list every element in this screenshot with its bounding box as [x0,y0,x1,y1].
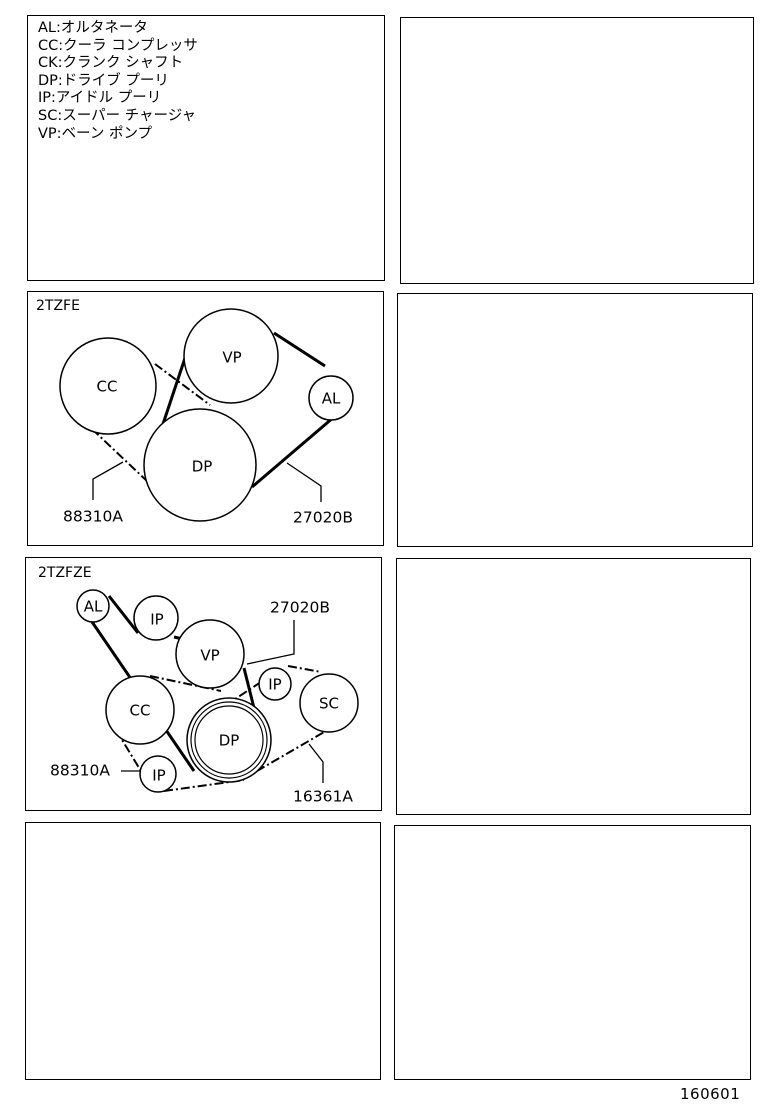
pulley-label-cc: CC [97,378,118,396]
part-number-88310a: 88310A [50,762,110,780]
legend-name: ベーン ポンプ [61,125,153,142]
pulley-al [308,375,354,421]
legend-code: SC: [38,107,63,124]
legend-name: クーラ コンプレッサ [63,37,198,54]
pulley-label-cc: CC [130,702,151,720]
legend-name: ドライブ プーリ [62,72,169,89]
legend-item-sc: SC:スーパー チャージャ [38,108,198,126]
diagram-panel-2tzfe: 2TZFE CC VP AL DP 88310A 27020B [27,291,384,546]
belt-diagram-2tzfze: AL IP VP IP SC CC DP IP 27020B 88310A 16… [50,589,359,806]
leader-27020b [246,620,295,665]
legend-code: AL: [38,20,61,36]
part-number-27020b: 27020B [293,509,353,527]
pulley-label-ip-low: IP [152,767,165,785]
diagram-panel-2tzfze: 2TZFZE AL IP VP IP SC CC DP IP [25,557,382,811]
pulley-label-ip-top: IP [150,611,163,629]
belt-cc-dp-bottom [91,428,149,483]
leader-88310a [92,461,124,500]
leader-27020b [286,462,322,502]
pulley-label-dp: DP [219,732,240,750]
belt-diagram-2tzfe: CC VP AL DP 88310A 27020B [59,308,354,527]
pulley-cc [59,337,157,435]
part-number-88310a: 88310A [63,508,123,526]
legend-item-ck: CK:クランク シャフト [38,55,198,73]
legend-item-cc: CC:クーラ コンプレッサ [38,38,198,56]
legend-name: アイドル プーリ [55,90,162,107]
belt-vp-dp [159,354,188,431]
pulley-ip-mid [258,667,292,701]
legend-code: VP: [38,125,62,142]
pulley-ip-low [139,755,177,793]
pulley-dp-groove-1 [190,701,268,779]
legend-item-ip: IP:アイドル プーリ [38,90,198,108]
belt-sc-dp [256,723,339,772]
pulley-label-vp: VP [222,349,241,367]
pulley-label-vp: VP [200,647,219,665]
legend-code: IP: [38,90,56,107]
pulley-cc [105,675,175,745]
belt-cc-vp [149,675,222,692]
belt-vp-al-top [273,331,326,368]
belt-al-dp [251,415,335,489]
legend-name: スーパー チャージャ [62,107,197,124]
empty-panel-3 [396,558,751,815]
legend-name: クランク シャフト [62,55,184,72]
legend-code: CC: [38,37,64,54]
belt-ip-sc [287,665,322,673]
pulley-label-al: AL [322,390,341,408]
pulley-sc [299,673,359,733]
pulley-label-al: AL [84,598,103,616]
legend-list: AL:オルタネータ CC:クーラ コンプレッサ CK:クランク シャフト DP:… [38,20,198,143]
empty-panel-1 [400,17,754,284]
pulley-ip-top [133,595,179,641]
belt-al-ip-top [107,595,140,634]
legend-item-vp: VP:ベーン ポンプ [38,126,198,144]
engine-label: 2TZFE [36,298,80,314]
legend-panel: AL:オルタネータ CC:クーラ コンプレッサ CK:クランク シャフト DP:… [27,15,385,281]
pulley-vp [175,619,245,689]
legend-name: オルタネータ [60,20,148,36]
pulley-al [76,589,110,623]
part-number-16361a: 16361A [293,788,353,806]
leader-16361a [308,743,324,783]
empty-panel-5 [394,825,751,1080]
pulley-label-sc: SC [319,695,339,713]
legend-code: CK: [38,55,63,72]
belt-ip-low-dp [163,779,245,792]
pulley-dp [143,408,257,522]
empty-panel-4 [25,822,381,1080]
pulley-dp-groove-2 [194,705,264,775]
legend-item-dp: DP:ドライブ プーリ [38,73,198,91]
pulley-label-ip-mid: IP [268,676,281,694]
engine-label: 2TZFZE [38,565,92,581]
pulley-label-dp: DP [192,458,213,476]
empty-panel-2 [397,293,753,547]
belt-cc-vp [154,363,211,406]
legend-item-al: AL:オルタネータ [38,20,198,38]
part-number-27020b: 27020B [270,599,330,617]
legend-code: DP: [38,72,63,89]
figure-code: 160601 [680,1085,741,1103]
pulley-vp [183,308,279,404]
pulley-dp [186,697,272,783]
